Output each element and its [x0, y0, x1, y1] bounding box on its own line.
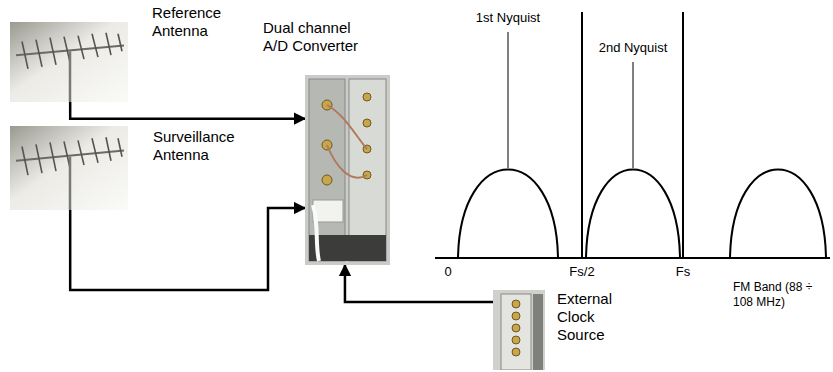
band-label: FM Band (88 ÷ 108 MHz): [733, 280, 831, 310]
converter-node: Dual channel A/D Converter: [305, 75, 390, 265]
antenna-node: Reference Antenna: [10, 22, 128, 102]
signal-cable: [345, 265, 493, 302]
axis-label: 1st Nyquist: [476, 10, 540, 26]
center-line: [508, 32, 509, 168]
spectrum-replica: [586, 170, 680, 259]
clock-source-node: External Clock Source: [493, 290, 545, 370]
antenna-node: Surveillance Antenna: [10, 126, 128, 210]
node-label: Surveillance Antenna: [153, 128, 257, 164]
converter-photo: [305, 75, 390, 265]
axis-label: Fs: [676, 264, 690, 280]
node-label: Reference Antenna: [152, 4, 236, 40]
antenna-photo: [10, 126, 128, 210]
frequency-axis: [435, 257, 830, 259]
nyquist-boundary: [682, 12, 684, 258]
axis-label: 0: [444, 264, 451, 280]
axis-label: 2nd Nyquist: [599, 40, 668, 56]
spectrum-replica: [458, 170, 558, 259]
fm-band-spectrum: [730, 170, 826, 259]
signal-cable: [70, 102, 305, 119]
center-line: [633, 62, 634, 168]
nyquist-boundary: [581, 12, 583, 258]
node-label: Dual channel A/D Converter: [263, 19, 373, 55]
antenna-photo: [10, 22, 128, 102]
clock-module-photo: [493, 290, 545, 370]
axis-label: Fs/2: [569, 264, 594, 280]
signal-cable: [70, 208, 305, 290]
node-label: External Clock Source: [557, 290, 623, 344]
